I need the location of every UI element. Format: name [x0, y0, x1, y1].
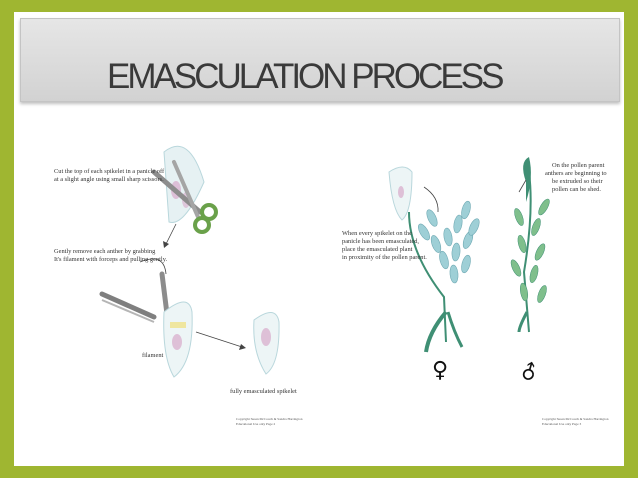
spikelet-label: fully emasculated spikelet [230, 388, 297, 395]
note-right-line1: On the pollen parent [552, 162, 605, 169]
pollen-parent-plant [510, 157, 550, 333]
title-bar: EMASCULATION PROCESS [20, 18, 620, 102]
note-right-line3: be extruded so their [552, 178, 603, 185]
female-symbol-icon: ♀ [432, 358, 449, 383]
copyright-left-2: Educational Use only Page 2 [236, 422, 276, 426]
slide-title: EMASCULATION PROCESS [107, 57, 504, 96]
emasculated-panicle [388, 166, 480, 353]
forceps-illustration [99, 271, 193, 378]
note-left-line1: When every spikelet on the [342, 230, 412, 237]
illustrations [99, 145, 550, 378]
step2-text-line1: Gently remove each anther by grabbing [54, 248, 156, 255]
note-left-line4: in proximity of the pollen parent. [342, 254, 427, 261]
copyright-left-1: Copyright Susan McCouch & Sandra Harring… [236, 417, 303, 421]
scissors-illustration [151, 145, 218, 234]
step1-text-line1: Cut the top of each spikelet in a panicl… [54, 168, 165, 175]
note-right-line2: anthers are beginning to [545, 170, 607, 177]
copyright-right-2: Educational Use only Page 3 [542, 422, 582, 426]
note-left-line2: panicle has been emasculated, [342, 238, 420, 245]
note-left-line3: place the emasculated plant [342, 246, 413, 253]
slide: EMASCULATION PROCESS [14, 12, 624, 466]
emasculated-spikelet [253, 312, 280, 375]
note-right-line4: pollen can be shed. [552, 186, 601, 193]
filament-label: filament [142, 352, 164, 359]
copyright-right-1: Copyright Susan McCouch & Sandra Harring… [542, 417, 609, 421]
step2-text-line2: It's filament with forceps and pulling g… [54, 256, 168, 263]
step1-text-line2: at a slight angle using small sharp scis… [54, 176, 164, 183]
